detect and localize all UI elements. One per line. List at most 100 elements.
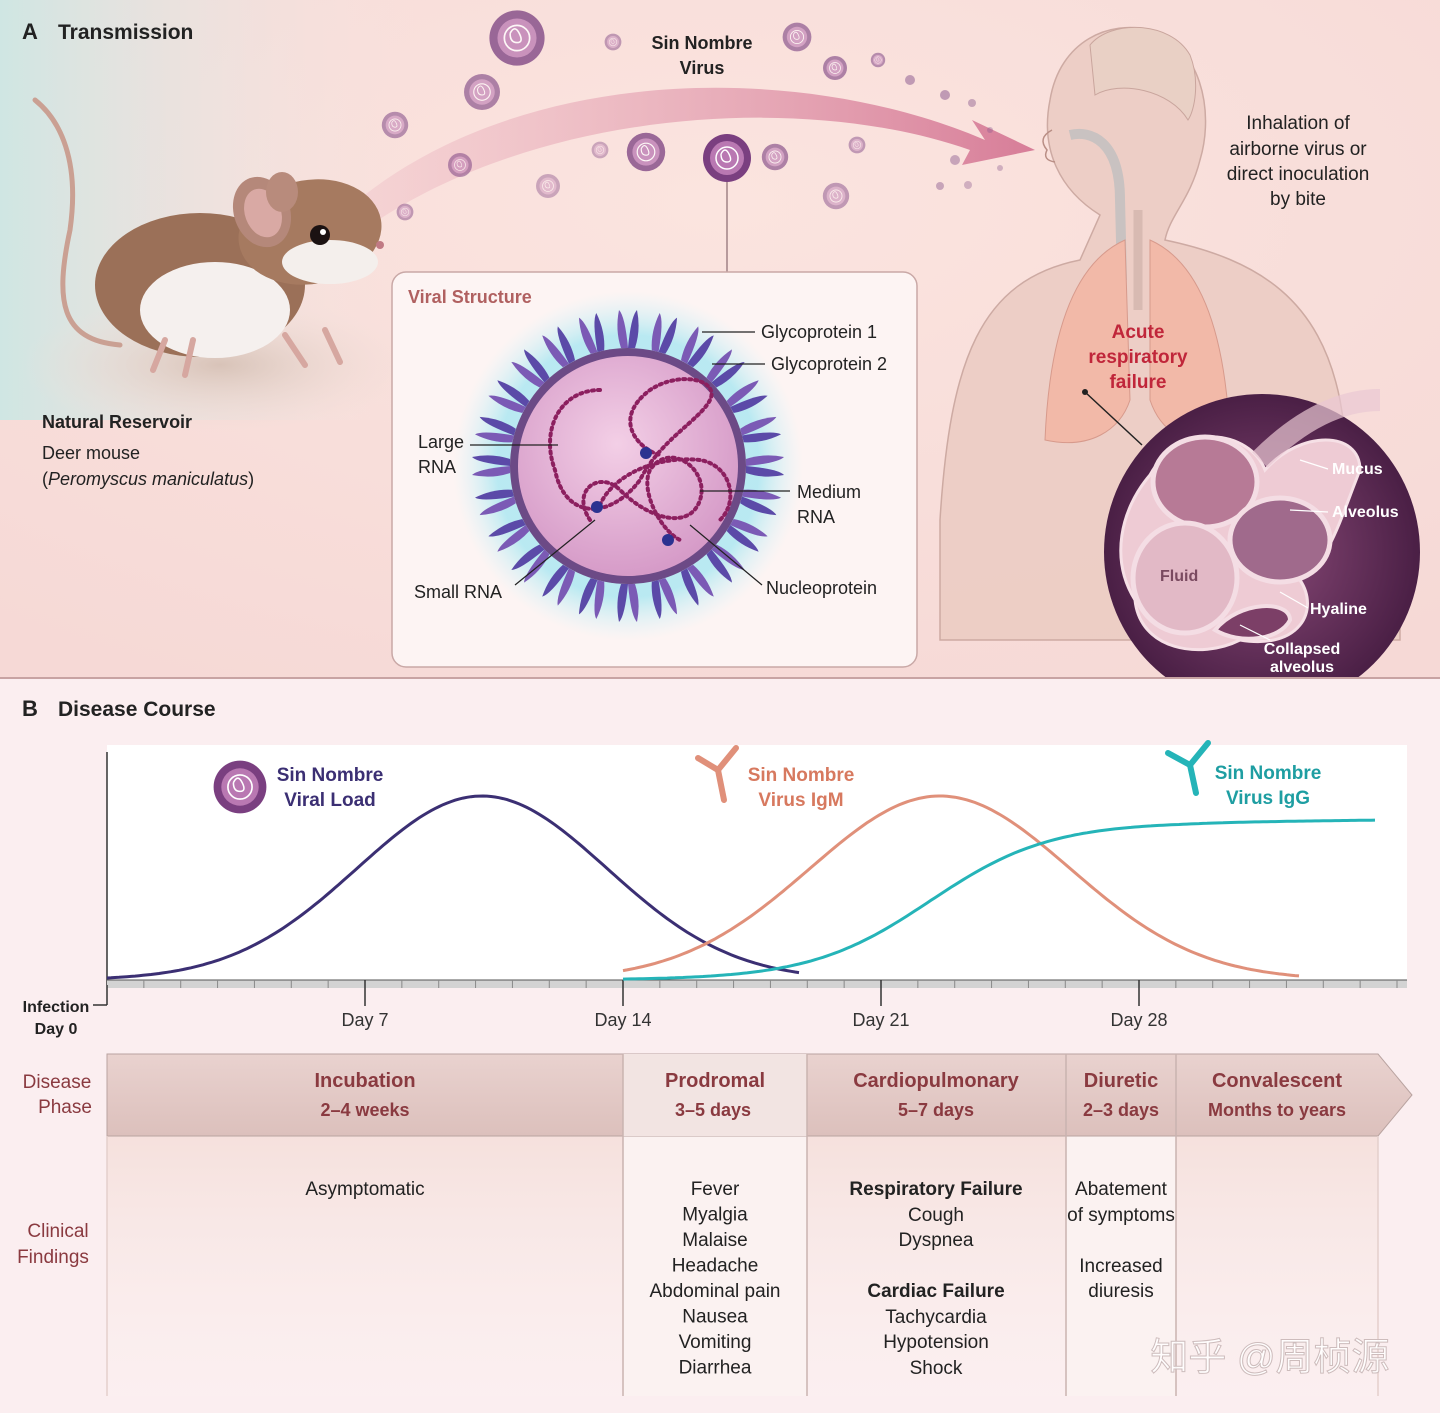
- virus-label-line2: Virus: [680, 58, 725, 78]
- reservoir-species-line: (Peromyscus maniculatus): [42, 469, 254, 489]
- finding-diuretic-item: diuresis: [1088, 1281, 1153, 1302]
- inhalation-line2: airborne virus or: [1229, 139, 1367, 160]
- phase-incubation-name: Incubation: [314, 1070, 415, 1092]
- legend-viral-load-line2: Viral Load: [284, 790, 376, 811]
- axis-tick-label: Day 14: [594, 1010, 651, 1030]
- panel-a-title: Transmission: [58, 21, 193, 44]
- phase-incubation-duration: 2–4 weeks: [320, 1100, 409, 1120]
- legend-igm-line2: Virus IgM: [758, 790, 843, 811]
- finding-prodromal-item: Vomiting: [679, 1332, 752, 1353]
- panel-b-letter: B: [22, 696, 38, 721]
- airborne-virus-particles: [381, 9, 1003, 221]
- axis-tick-label: Day 21: [852, 1010, 909, 1030]
- viral-structure-inset: Viral Structure: [391, 271, 918, 668]
- igg-curve: [622, 818, 1376, 981]
- axis-minor-ticks: [143, 980, 1398, 988]
- lung-label-collapsed-2: alveolus: [1270, 659, 1334, 676]
- acute-line1: Acute: [1112, 322, 1165, 343]
- inset-title: Viral Structure: [408, 287, 532, 307]
- phase-prodromal-duration: 3–5 days: [675, 1100, 751, 1120]
- finding-card-title: Cardiac Failure: [867, 1281, 1004, 1302]
- legend-igm-line1: Sin Nombre: [748, 765, 855, 786]
- finding-resp-item: Dyspnea: [899, 1230, 974, 1251]
- reservoir-species: Peromyscus maniculatus: [48, 469, 248, 489]
- axis-tick-label: Day 28: [1110, 1010, 1167, 1030]
- finding-card-item: Shock: [910, 1358, 963, 1379]
- inhalation-line1: Inhalation of: [1246, 113, 1350, 134]
- lung-label-collapsed-1: Collapsed: [1264, 641, 1340, 658]
- label-nucleoprotein: Nucleoprotein: [766, 578, 877, 598]
- label-small-rna: Small RNA: [414, 582, 502, 602]
- row-label-phase-2: Phase: [38, 1097, 92, 1118]
- deer-mouse-illustration: [20, 97, 420, 435]
- finding-diuretic-item: Abatement: [1075, 1179, 1168, 1200]
- reservoir-animal: Deer mouse: [42, 443, 140, 463]
- inhalation-line4: by bite: [1270, 189, 1326, 210]
- finding-resp-title: Respiratory Failure: [849, 1179, 1022, 1200]
- disease-phase-band: [106, 1053, 1413, 1396]
- finding-prodromal-item: Diarrhea: [679, 1358, 752, 1379]
- axis-origin-line2: Day 0: [35, 1021, 78, 1038]
- panel-b: B Disease Course Day 7 Day 14 Day 21 Day 28…: [0, 679, 1440, 1413]
- finding-prodromal-item: Abdominal pain: [650, 1281, 781, 1302]
- acute-line2: respiratory: [1088, 347, 1188, 368]
- finding-card-item: Hypotension: [883, 1332, 989, 1353]
- phase-convalescent-duration: Months to years: [1208, 1100, 1346, 1120]
- acute-line3: failure: [1109, 372, 1166, 393]
- finding-prodromal-item: Myalgia: [682, 1205, 748, 1226]
- finding-resp-item: Cough: [908, 1205, 964, 1226]
- inhalation-line3: direct inoculation: [1227, 164, 1370, 185]
- watermark: 知乎 @周桢源: [1150, 1337, 1389, 1379]
- axis-origin-line1: Infection: [23, 999, 90, 1016]
- reservoir-paren-open: (: [42, 469, 48, 489]
- panel-a-letter: A: [22, 19, 38, 44]
- rna-segments: [548, 377, 733, 542]
- finding-prodromal-item: Fever: [691, 1179, 740, 1200]
- finding-diuretic-item: Increased: [1079, 1256, 1162, 1277]
- label-large-rna-2: RNA: [418, 457, 456, 477]
- row-label-clinical-1: Clinical: [27, 1221, 88, 1242]
- finding-incubation: Asymptomatic: [305, 1179, 424, 1200]
- igg-antibody-icon: [1165, 740, 1211, 796]
- lung-label-hyaline: Hyaline: [1310, 601, 1367, 618]
- finding-card-item: Tachycardia: [885, 1307, 987, 1328]
- label-glycoprotein1: Glycoprotein 1: [761, 322, 877, 342]
- label-glycoprotein2: Glycoprotein 2: [771, 354, 887, 374]
- lung-label-fluid: Fluid: [1160, 568, 1198, 585]
- transmission-arrow: [330, 87, 1035, 240]
- finding-diuretic-item: of symptoms: [1067, 1205, 1175, 1226]
- virus-label-line1: Sin Nombre: [651, 33, 752, 53]
- igm-curve: [622, 794, 1300, 978]
- row-label-clinical-2: Findings: [17, 1247, 89, 1268]
- finding-prodromal-item: Nausea: [682, 1307, 748, 1328]
- alveoli-magnified-view: [1104, 389, 1420, 710]
- finding-prodromal-item: Malaise: [682, 1230, 747, 1251]
- findings-diuretic: Abatement of symptoms Increased diuresis: [1067, 1179, 1175, 1302]
- label-large-rna-1: Large: [418, 432, 464, 452]
- panel-b-title: Disease Course: [58, 698, 216, 721]
- phase-cardiopulmonary-name: Cardiopulmonary: [853, 1070, 1019, 1092]
- legend-igg-line1: Sin Nombre: [1215, 763, 1322, 784]
- axis-major-ticks: Day 7 Day 14 Day 21 Day 28: [341, 980, 1168, 1030]
- axis-tick-label: Day 7: [341, 1010, 388, 1030]
- phase-convalescent-name: Convalescent: [1212, 1070, 1342, 1092]
- lung-label-alveolus: Alveolus: [1332, 504, 1399, 521]
- legend-igg-line2: Virus IgG: [1226, 788, 1310, 809]
- featured-virus-icon: [702, 133, 752, 183]
- phase-cardiopulmonary-duration: 5–7 days: [898, 1100, 974, 1120]
- phase-diuretic-name: Diuretic: [1084, 1070, 1158, 1092]
- igm-antibody-icon: [695, 745, 739, 803]
- label-medium-rna-2: RNA: [797, 507, 835, 527]
- phase-prodromal-name: Prodromal: [665, 1070, 765, 1092]
- phase-diuretic-duration: 2–3 days: [1083, 1100, 1159, 1120]
- row-label-phase-1: Disease: [23, 1072, 92, 1093]
- viral-load-curve: [106, 794, 800, 980]
- panel-a: A Transmission: [0, 0, 1440, 710]
- legend-viral-load-line1: Sin Nombre: [277, 765, 384, 786]
- viral-load-virus-icon: [212, 759, 268, 815]
- findings-cardiopulmonary: Respiratory Failure Cough Dyspnea Cardia…: [849, 1179, 1022, 1379]
- label-medium-rna-1: Medium: [797, 482, 861, 502]
- reservoir-paren-close: ): [248, 469, 254, 489]
